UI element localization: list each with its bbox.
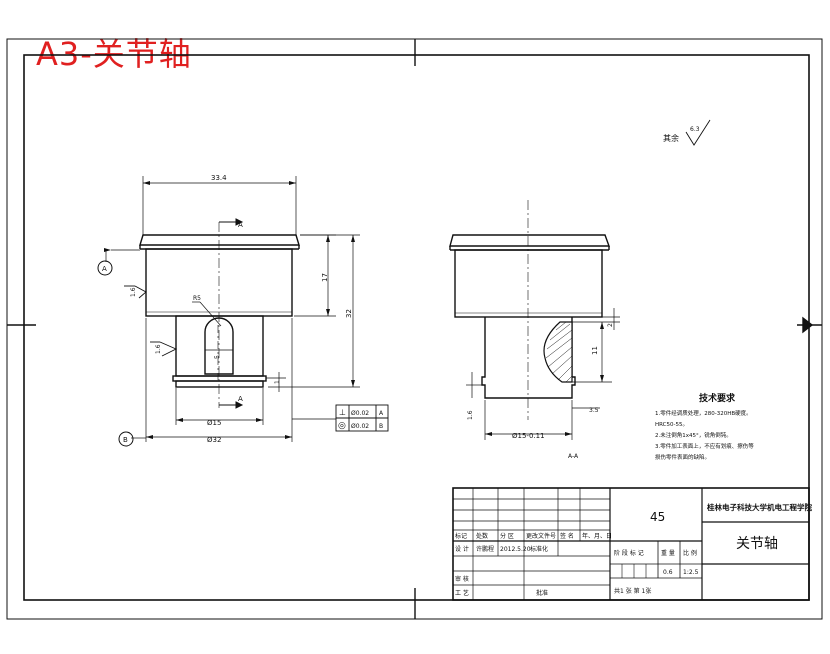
tol-datum-1: A [379, 410, 384, 417]
tech-req-title: 技术要求 [699, 392, 736, 404]
datum-a-label: A [102, 265, 107, 273]
centering-marks [7, 39, 822, 619]
tol-value-2: Ø0.02 [351, 423, 369, 430]
tech-req-item-3: 2.未注倒角1x45°，锐角倒钝。 [655, 431, 732, 439]
dim-height-total: 32 [345, 309, 353, 318]
tech-req-item-5: 损伤零件表面的缺陷。 [655, 453, 710, 461]
tb-standardization: 标准化 [530, 545, 548, 553]
title-block-header-cells: 标记 处数 分 区 更改文件号 签 名 年、月、日 设 计 许鹏程 2012.5… [455, 532, 699, 597]
dim-chamfer-top: 1.6 [130, 287, 137, 297]
drawing-title-watermark: A3-关节轴 [36, 35, 192, 73]
tb-designer: 许鹏程 [476, 545, 494, 553]
datum-markers [97, 260, 134, 447]
tb-scale-label: 比 例 [683, 549, 697, 557]
dim-slot-radius: R5 [193, 295, 201, 302]
dim-step: 3.5 [589, 407, 599, 414]
dim-groove-top: 2 [607, 323, 614, 327]
tb-scale: 1:2.5 [683, 569, 699, 576]
front-view [139, 234, 300, 388]
section-view-label: A-A [568, 453, 579, 460]
tb-review: 审 核 [455, 575, 469, 583]
tb-header-1: 处数 [476, 532, 488, 540]
tolerance-frame [335, 404, 389, 432]
tb-header-0: 标记 [455, 532, 467, 540]
section-view [449, 234, 610, 399]
tech-req-item-1: 1.零件经调质处理，280-320HB硬度。 [655, 409, 752, 417]
tb-weight: 0.6 [663, 569, 673, 576]
datum-b-label: B [123, 436, 128, 444]
dim-height-upper: 17 [321, 273, 329, 282]
section-cut-marks [219, 218, 244, 409]
dim-slot-width: 5 [214, 355, 221, 359]
dim-dia-body: Ø32 [207, 436, 221, 444]
surface-finish-marks [124, 285, 178, 357]
tb-stage-mark: 阶 段 标 记 [614, 549, 644, 557]
section-cut-region [543, 321, 573, 383]
tol-symbol-2: ◎ [338, 421, 346, 431]
tol-value-1: Ø0.02 [351, 410, 369, 417]
dim-chamfer-mid: 1.6 [155, 344, 162, 354]
roughness-value: 6.3 [690, 126, 700, 133]
dim-slot-length: 11 [591, 346, 599, 355]
tb-approve: 批准 [536, 589, 548, 597]
tol-symbol-1: ⊥ [339, 408, 346, 417]
section-label-bottom: A [238, 395, 243, 403]
tb-design-date: 2012.5.20 [500, 546, 531, 553]
tb-header-5: 年、月、日 [582, 532, 612, 540]
tb-process: 工 艺 [455, 589, 469, 597]
tb-school: 桂林电子科技大学机电工程学院 [706, 502, 812, 512]
front-dimension-arrows [104, 181, 355, 439]
roughness-label: 其余 [663, 133, 679, 143]
section-dimension-lines [466, 308, 620, 440]
roughness-symbol [685, 119, 711, 146]
dim-dia-lower: Ø15 [207, 419, 221, 427]
tech-req-item-4: 3.零件加工表面上，不应有划痕、擦伤等 [655, 442, 754, 450]
section-label-top: A [238, 221, 243, 229]
dim-shaft-dia: Ø15-0.11 [512, 432, 545, 440]
tb-weight-label: 重 量 [661, 549, 675, 557]
tb-part-name: 关节轴 [736, 536, 778, 552]
tb-design-label: 设 计 [455, 545, 469, 553]
tol-datum-2: B [379, 423, 383, 430]
outer-frame [6, 38, 823, 620]
inner-frame [23, 54, 810, 601]
front-dimension-lines [105, 176, 360, 442]
tb-header-4: 签 名 [560, 532, 574, 540]
tb-header-2: 分 区 [500, 532, 514, 540]
dim-top-width: 33.4 [211, 174, 227, 182]
tb-material: 45 [650, 510, 665, 524]
title-block [452, 487, 810, 601]
tb-sheet-info: 共1 张 第 1张 [614, 587, 651, 595]
dim-groove: 1 [274, 380, 281, 384]
section-hatching [545, 321, 573, 383]
tb-header-3: 更改文件号 [526, 532, 556, 540]
dim-bottom-chamfer: 1.6 [467, 410, 474, 420]
section-dimension-arrows [485, 322, 604, 436]
tech-req-item-2: HRC50-55。 [655, 422, 688, 428]
